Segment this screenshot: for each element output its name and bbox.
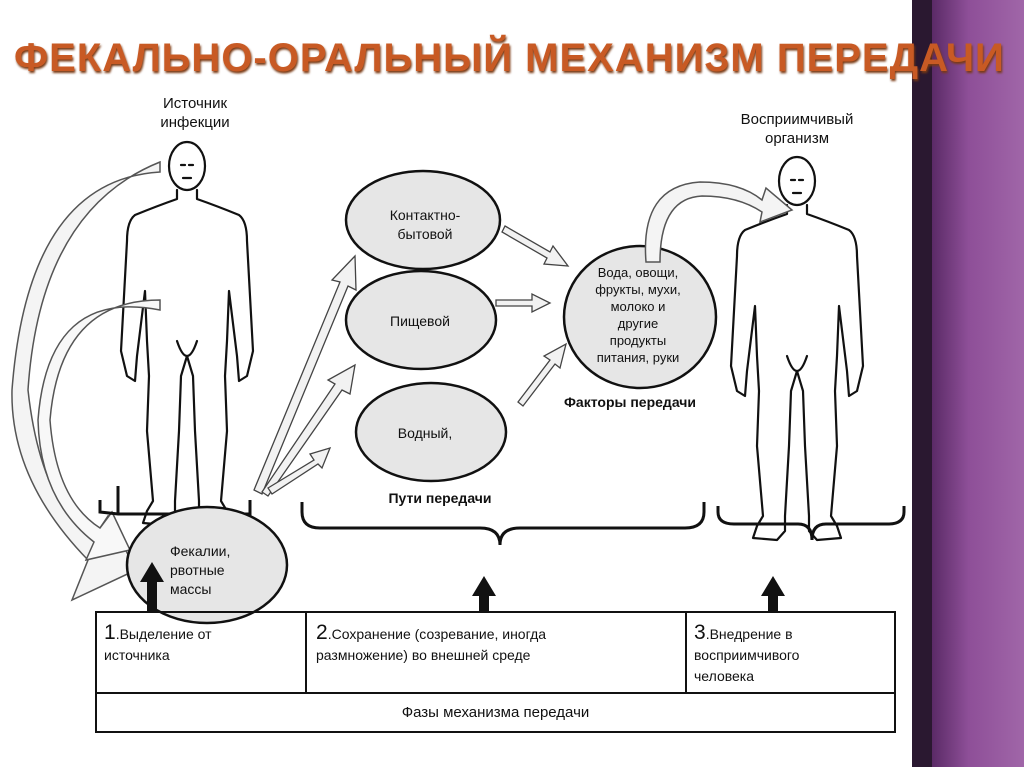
side-bar-purple xyxy=(932,0,1024,767)
phase-1-number: 1 xyxy=(104,621,116,644)
phase-up-arrows xyxy=(140,562,785,612)
phase-3-number: 3 xyxy=(694,621,706,644)
source-person-figure xyxy=(119,140,255,527)
big-curve-arrow-head xyxy=(11,160,161,602)
phase-3-text3: человека xyxy=(694,668,755,684)
side-bar-dark xyxy=(912,0,932,767)
diagram-canvas xyxy=(11,140,906,733)
feces-label: Фекалии, рвотные массы xyxy=(170,543,231,597)
route-arrows xyxy=(253,254,357,497)
phase-1-text2: источника xyxy=(104,647,170,663)
phase-2-text: .Сохранение (созревание, иногда xyxy=(327,626,547,642)
phase-2-number: 2 xyxy=(316,621,328,644)
route-water-label: Водный, xyxy=(397,425,453,441)
route-contact-label: Контактно- бытовой xyxy=(389,207,461,242)
route-food-ellipse xyxy=(344,269,498,371)
source-label: Источник инфекции xyxy=(160,95,230,131)
page-title: ФЕКАЛЬНО-ОРАЛЬНЫЙ МЕХАНИЗМ ПЕРЕДАЧИ xyxy=(14,36,1005,80)
phase-1-cell: 1.Выделение от источника xyxy=(104,622,304,666)
phases-table xyxy=(95,611,896,733)
phase-3-text: .Внедрение в xyxy=(705,626,793,642)
routes-caption: Пути передачи xyxy=(388,490,492,506)
phase-3-text2: восприимчивого xyxy=(694,647,800,663)
source-foot-bracket xyxy=(98,500,252,516)
phase-2-text2: размножение) во внешней среде xyxy=(316,647,531,663)
factors-label: Вода, овощи, фрукты, мухи, молоко и друг… xyxy=(595,265,681,365)
phase-3-cell: 3.Внедрение в восприимчивого человека xyxy=(694,622,892,687)
factors-caption: Факторы передачи xyxy=(563,394,696,410)
phase-1-text: .Выделение от xyxy=(115,626,212,642)
target-bracket xyxy=(716,506,906,541)
feces-ellipse xyxy=(125,505,289,625)
target-person-figure xyxy=(729,155,865,542)
route-food-label: Пищевой xyxy=(390,313,450,329)
phases-caption: Фазы механизма передачи xyxy=(401,704,590,721)
curve-arrow-body xyxy=(37,299,161,562)
routes-bracket xyxy=(300,502,706,546)
route-contact-ellipse xyxy=(344,169,502,271)
factor-to-target-arrow xyxy=(644,181,794,263)
factors-ellipse xyxy=(562,244,718,390)
target-label: Восприимчивый организм xyxy=(740,111,854,147)
factor-arrows xyxy=(495,225,570,407)
route-water-ellipse xyxy=(354,381,508,483)
phase-2-cell: 2.Сохранение (созревание, иногда размнож… xyxy=(316,622,684,666)
